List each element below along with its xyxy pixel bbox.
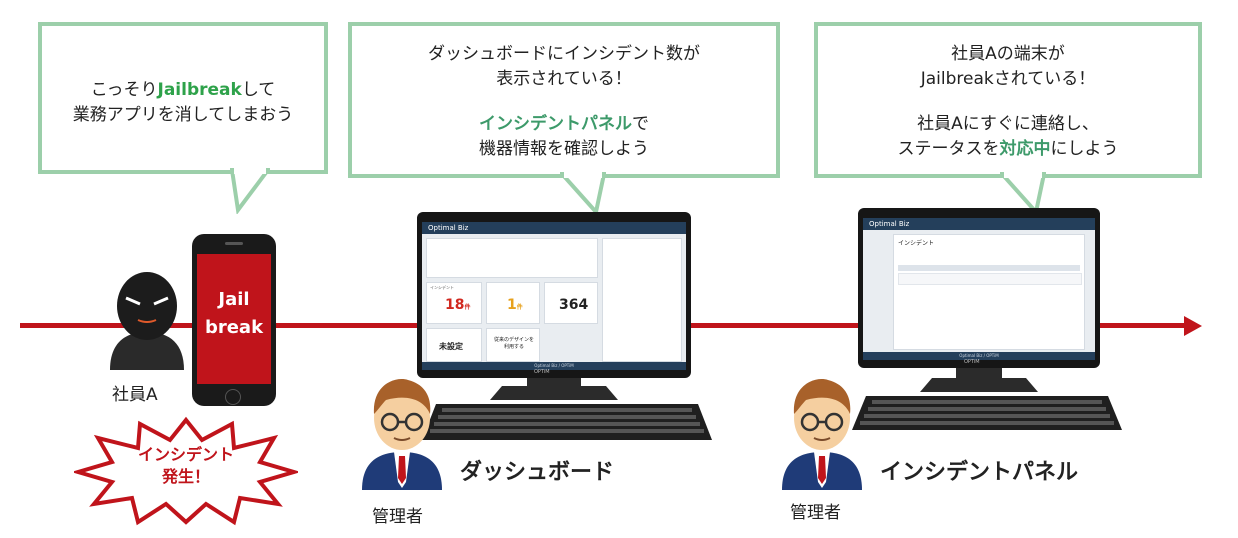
caption-dashboard: ダッシュボード [460,460,615,485]
monitor-stand-icon [490,386,618,400]
jailbreak-highlight: Jailbreak [157,80,242,100]
speech-bubble-right: 社員Aの端末が Jailbreakされている！ 社員Aにすぐに連絡し、 ステータ… [814,22,1202,178]
dashboard-design-card: 従来のデザインを利用する [486,328,540,362]
monitor-icon-incident: Optimal Biz インシデント Optimal Biz / OPTiM O… [858,208,1100,382]
employee-label: 社員A [112,385,158,405]
dashboard-unset-card: 未設定 [426,328,482,362]
phone-screen: Jail break [197,254,271,384]
incident-panel-screen: Optimal Biz インシデント Optimal Biz / OPTiM [863,218,1095,360]
admin-label-2: 管理者 [790,503,841,523]
incident-burst-text: インシデント 発生！ [137,445,234,486]
monitor-logo: OPTiM [534,369,550,375]
incident-panel-content: インシデント [893,234,1085,350]
bubble-middle-tail-icon [560,172,606,214]
monitor-stand-icon-incident [920,378,1038,392]
dashboard-header: Optimal Biz [422,222,686,234]
smartphone-icon: Jail break [192,234,276,406]
keyboard-icon-incident [852,396,1122,430]
incident-panel-highlight: インシデントパネル [479,114,632,134]
monitor-logo-incident: OPTiM [964,359,980,365]
admin-label-1: 管理者 [372,507,423,527]
dashboard-notice-card [426,238,598,278]
incident-panel-footer: Optimal Biz / OPTiM [863,352,1095,360]
in-progress-highlight: 対応中 [999,139,1051,159]
incident-panel-header: Optimal Biz [863,218,1095,230]
dashboard-screen: Optimal Biz インシデント 18件 1件 364 未設定 従来のデザイ… [422,222,686,370]
explosion-burst-icon [74,416,298,526]
speech-bubble-left: こっそりJailbreakして 業務アプリを消してしまおう [38,22,328,174]
dashboard-devices-card: 364 [544,282,598,324]
bubble-right-tail-icon [1000,172,1046,214]
speech-bubble-middle: ダッシュボードにインシデント数が 表示されている！ インシデントパネルで 機器情… [348,22,780,178]
dashboard-incident-card: インシデント 18件 [426,282,482,324]
caption-incident-panel: インシデントパネル [880,460,1079,485]
dashboard-side-panel [602,238,682,362]
dashboard-footer: Optimal Biz / OPTiM [422,362,686,370]
monitor-icon: Optimal Biz インシデント 18件 1件 364 未設定 従来のデザイ… [417,212,691,392]
dashboard-count-card: 1件 [486,282,540,324]
admin-avatar-icon [362,379,442,490]
timeline-arrow-head-icon [1184,316,1202,336]
hacker-icon [110,272,184,370]
bubble-left-tail-icon [230,168,270,214]
keyboard-icon [422,404,712,440]
admin-avatar-icon-2 [782,379,862,490]
